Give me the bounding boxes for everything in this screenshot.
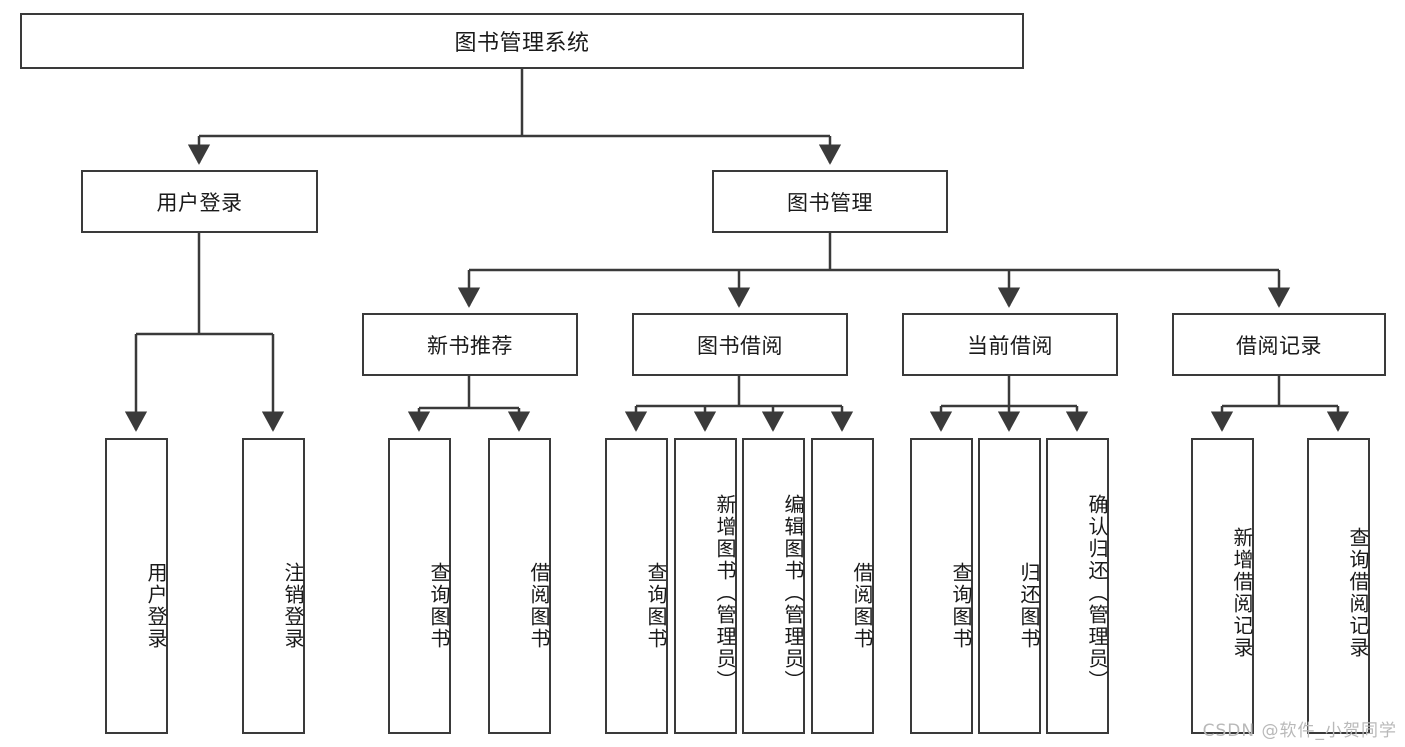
leaf-return-book[interactable]: 归还图书	[978, 438, 1041, 734]
node-book-borrow[interactable]: 图书借阅	[632, 313, 848, 376]
node-label: 编辑图书（管理员）	[781, 494, 805, 692]
leaf-add-borrow-record[interactable]: 新增借阅记录	[1191, 438, 1254, 734]
node-new-book-recommend[interactable]: 新书推荐	[362, 313, 578, 376]
node-label: 用户登录	[144, 562, 168, 650]
node-label: 新增借阅记录	[1230, 527, 1254, 659]
node-label: 注销登录	[281, 562, 305, 650]
node-book-management-system[interactable]: 图书管理系统	[20, 13, 1024, 69]
leaf-add-book-admin[interactable]: 新增图书（管理员）	[674, 438, 737, 734]
node-label: 查询图书	[427, 562, 451, 650]
node-label: 查询图书	[644, 562, 668, 650]
leaf-borrow-book-borrow[interactable]: 借阅图书	[811, 438, 874, 734]
leaf-borrow-book-recommend[interactable]: 借阅图书	[488, 438, 551, 734]
node-label: 借阅图书	[527, 562, 551, 650]
node-label: 新增图书（管理员）	[713, 494, 737, 692]
node-book-manage[interactable]: 图书管理	[712, 170, 948, 233]
node-label: 图书借阅	[697, 333, 783, 358]
leaf-confirm-return-admin[interactable]: 确认归还（管理员）	[1046, 438, 1109, 734]
leaf-query-book-current[interactable]: 查询图书	[910, 438, 973, 734]
leaf-edit-book-admin[interactable]: 编辑图书（管理员）	[742, 438, 805, 734]
node-label: 借阅图书	[850, 562, 874, 650]
node-label: 查询图书	[949, 562, 973, 650]
node-user-login[interactable]: 用户登录	[81, 170, 318, 233]
node-label: 确认归还（管理员）	[1085, 494, 1109, 692]
node-label: 图书管理	[787, 190, 873, 215]
node-borrow-record[interactable]: 借阅记录	[1172, 313, 1386, 376]
leaf-user-login[interactable]: 用户登录	[105, 438, 168, 734]
node-current-borrow[interactable]: 当前借阅	[902, 313, 1118, 376]
node-label: 借阅记录	[1236, 333, 1322, 358]
node-label: 图书管理系统	[454, 31, 590, 56]
leaf-logout-login[interactable]: 注销登录	[242, 438, 305, 734]
node-label: 新书推荐	[427, 333, 513, 358]
leaf-query-borrow-record[interactable]: 查询借阅记录	[1307, 438, 1370, 734]
leaf-query-book-recommend[interactable]: 查询图书	[388, 438, 451, 734]
node-label: 归还图书	[1017, 562, 1041, 650]
node-label: 用户登录	[156, 190, 243, 215]
node-label: 当前借阅	[967, 333, 1053, 358]
node-label: 查询借阅记录	[1346, 527, 1370, 659]
leaf-query-book-borrow[interactable]: 查询图书	[605, 438, 668, 734]
